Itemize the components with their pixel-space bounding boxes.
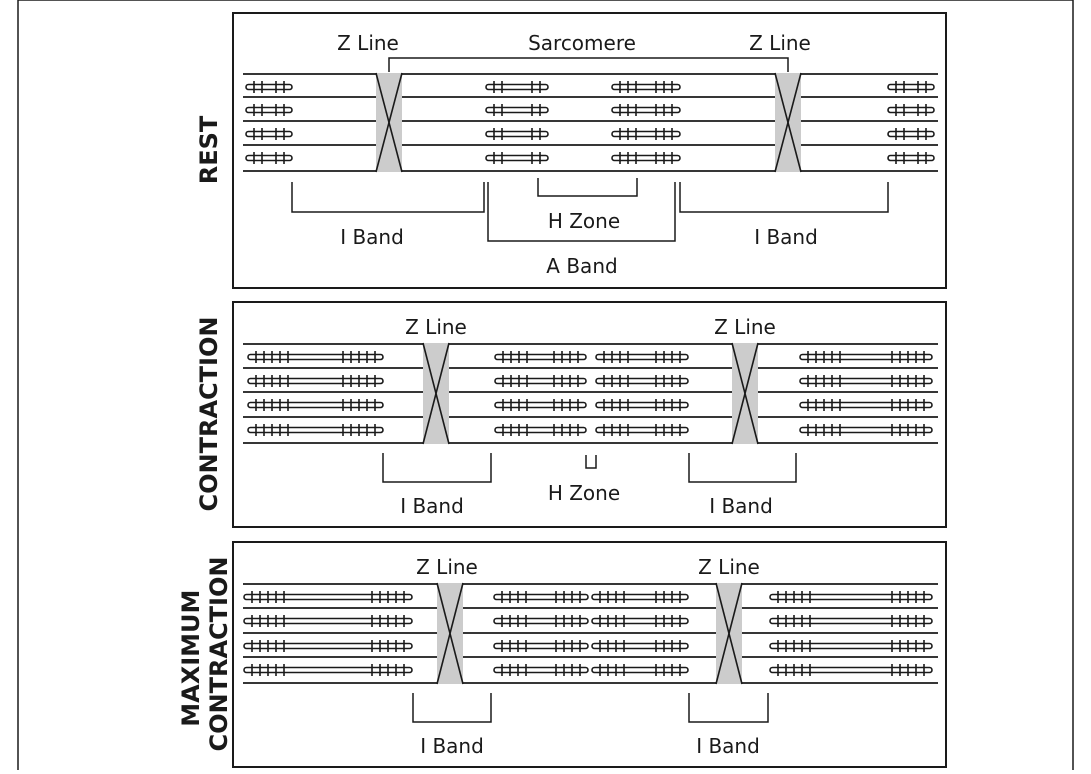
filament-lattice (243, 73, 938, 172)
state-label-line: REST (195, 115, 223, 184)
myosin-filament (888, 108, 934, 113)
band-brackets (383, 453, 796, 482)
i-band-bracket-left (292, 182, 484, 212)
myosin-filament (592, 595, 688, 600)
myosin-filament (596, 379, 688, 384)
myosin-filament (486, 108, 548, 113)
myosin-filament (495, 428, 586, 433)
i-band-bracket-right (689, 693, 768, 722)
myosin-filament (612, 108, 680, 113)
myosin-filament (612, 85, 680, 90)
myosin-filament (495, 379, 586, 384)
z-line-label-left: Z Line (416, 555, 478, 579)
state-label-contraction: CONTRACTION (195, 317, 223, 512)
a-band-label: A Band (546, 254, 617, 278)
myosin-filament (888, 132, 934, 137)
myosin-filament (494, 668, 588, 673)
myosin-filament (888, 156, 934, 161)
i-band-bracket-right (689, 453, 796, 482)
i-band-label-left: I Band (340, 225, 404, 249)
myosin-filament (596, 403, 688, 408)
sarcomere-label: Sarcomere (528, 31, 636, 55)
myosin-filament (246, 85, 292, 90)
myosin-filament (800, 355, 932, 360)
i-band-bracket-left (383, 453, 491, 482)
band-brackets (413, 693, 768, 722)
myosin-filament (244, 644, 412, 649)
i-band-label-left: I Band (420, 734, 484, 758)
z-line-label-left: Z Line (405, 315, 467, 339)
myosin-filament (494, 619, 588, 624)
z-line-label-left: Z Line (337, 31, 399, 55)
myosin-filament (800, 403, 932, 408)
h-zone-label: H Zone (548, 209, 620, 233)
myosin-filament (486, 132, 548, 137)
panel-contraction: CONTRACTION Z Line Z Line I Band H Zone … (195, 302, 946, 527)
myosin-filament (486, 156, 548, 161)
myosin-filament (244, 619, 412, 624)
z-line-label-right: Z Line (714, 315, 776, 339)
i-band-bracket-right (680, 182, 888, 212)
myosin-filament (244, 668, 412, 673)
myosin-filament (486, 85, 548, 90)
state-label-maximum-contraction: MAXIMUM CONTRACTION (177, 557, 233, 752)
myosin-filament (246, 132, 292, 137)
filament-lattice (243, 583, 938, 684)
myosin-filament (612, 132, 680, 137)
h-zone-bracket (538, 178, 637, 196)
filament-lattice (243, 343, 938, 444)
i-band-label-left: I Band (400, 494, 464, 518)
i-band-label-right: I Band (696, 734, 760, 758)
z-line-label-right: Z Line (698, 555, 760, 579)
i-band-bracket-left (413, 693, 491, 722)
state-label-line: MAXIMUM (177, 590, 205, 727)
state-label-rest: REST (195, 115, 223, 184)
myosin-filament (592, 619, 688, 624)
myosin-filament (248, 379, 383, 384)
myosin-filament (596, 355, 688, 360)
myosin-filament (494, 595, 588, 600)
panel-maximum-contraction: MAXIMUM CONTRACTION Z Line Z Line I Band… (177, 542, 946, 767)
panel-frame (233, 542, 946, 767)
myosin-filament (495, 403, 586, 408)
panel-rest: REST Z Line Sarcomere Z Line I Band H Zo… (195, 13, 946, 288)
sarcomere-bracket (389, 58, 788, 72)
myosin-filament (494, 644, 588, 649)
i-band-label-right: I Band (709, 494, 773, 518)
myosin-filament (248, 403, 383, 408)
myosin-filament (244, 595, 412, 600)
myosin-filament (612, 156, 680, 161)
myosin-filament (246, 156, 292, 161)
state-label-line: CONTRACTION (205, 557, 233, 752)
myosin-filament (800, 428, 932, 433)
h-zone-bracket (586, 455, 596, 468)
i-band-label-right: I Band (754, 225, 818, 249)
myosin-filament (495, 355, 586, 360)
h-zone-label: H Zone (548, 481, 620, 505)
myosin-filament (596, 428, 688, 433)
myosin-filament (888, 85, 934, 90)
z-line-label-right: Z Line (749, 31, 811, 55)
myosin-filament (592, 668, 688, 673)
myosin-filament (246, 108, 292, 113)
state-label-line: CONTRACTION (195, 317, 223, 512)
myosin-filament (248, 428, 383, 433)
myosin-filament (592, 644, 688, 649)
myosin-filament (800, 379, 932, 384)
myosin-filament (248, 355, 383, 360)
